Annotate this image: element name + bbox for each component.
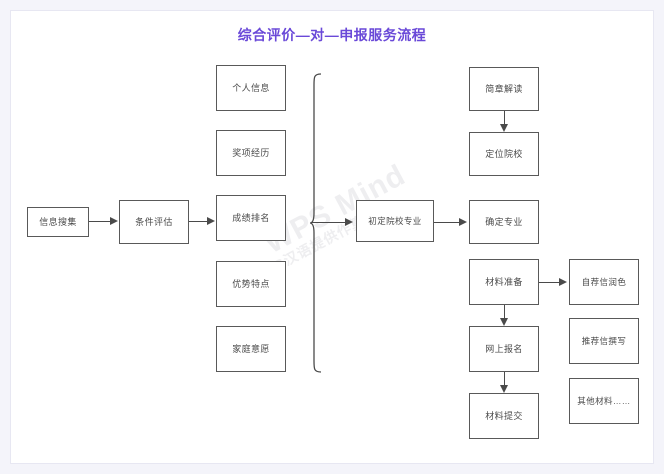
edge-brochure-to-locate [504,111,505,125]
node-self-letter[interactable]: 自荐信润色 [569,259,639,305]
node-brochure-read[interactable]: 简章解读 [469,67,539,111]
edge-prep-to-self-letter-arrowhead [559,278,567,286]
edge-eval-to-rank [189,221,209,222]
page-title: 综合评价—对—申报服务流程 [237,27,427,43]
edge-prep-to-apply-arrowhead [500,318,508,326]
edge-apply-to-submit-arrowhead [500,385,508,393]
edge-prep-to-apply [504,305,505,319]
node-recommend-letter[interactable]: 推荐信撰写 [569,318,639,364]
edge-group-to-prelim [311,222,347,223]
node-prelim-school-major[interactable]: 初定院校专业 [356,200,434,242]
edge-info-to-eval-arrowhead [110,217,118,225]
node-other-material[interactable]: 其他材料…… [569,378,639,424]
edge-prelim-to-confirm-arrowhead [459,218,467,226]
diagram-canvas: WPS Mind WPS汉语提供作算能 综合评价—对—申报服务流程 信息搜集 条… [10,10,654,464]
node-condition-eval[interactable]: 条件评估 [119,200,189,244]
node-info-collect[interactable]: 信息搜集 [27,207,89,237]
node-confirm-major[interactable]: 确定专业 [469,200,539,244]
node-award-history[interactable]: 奖项经历 [216,130,286,176]
node-family-will[interactable]: 家庭意愿 [216,326,286,372]
node-personal-info[interactable]: 个人信息 [216,65,286,111]
edge-group-to-prelim-arrowhead [345,218,353,226]
node-online-apply[interactable]: 网上报名 [469,326,539,372]
node-advantage[interactable]: 优势特点 [216,261,286,307]
group-curly-brace [309,73,331,373]
edge-prelim-to-confirm [434,222,460,223]
node-material-prep[interactable]: 材料准备 [469,259,539,305]
node-material-submit[interactable]: 材料提交 [469,393,539,439]
edge-info-to-eval [89,221,111,222]
node-score-rank[interactable]: 成绩排名 [216,195,286,241]
edge-eval-to-rank-arrowhead [207,217,215,225]
edge-apply-to-submit [504,372,505,386]
node-locate-school[interactable]: 定位院校 [469,132,539,176]
edge-prep-to-self-letter [539,282,561,283]
edge-brochure-to-locate-arrowhead [500,124,508,132]
